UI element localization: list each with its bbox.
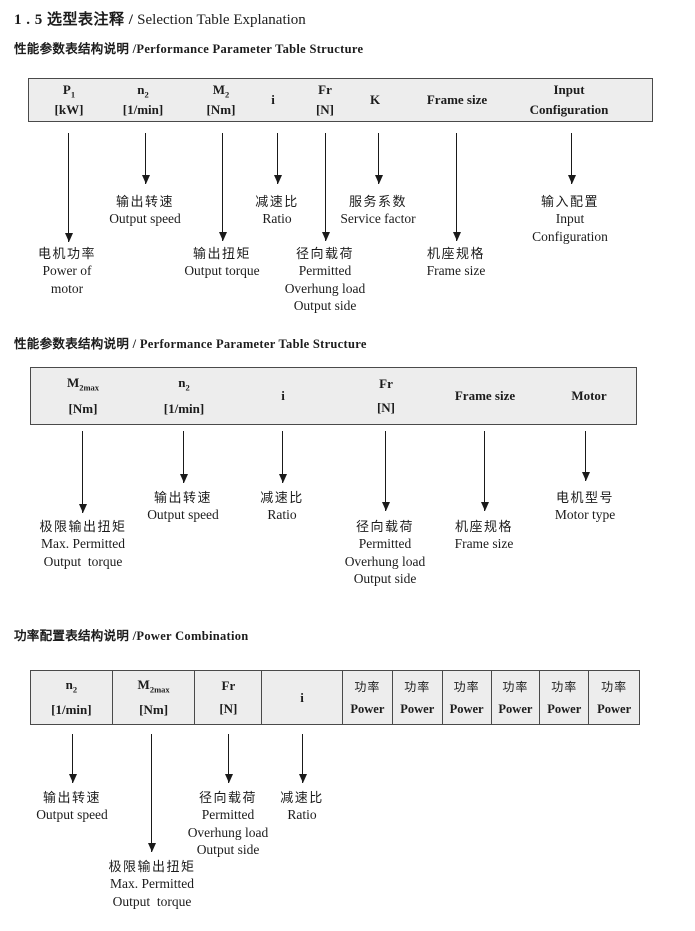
arrow-k-to-service-factor <box>374 133 383 184</box>
label-ratio-3: 减速比 Ratio <box>280 790 324 822</box>
table3-col-power-4: 功率 Power <box>492 671 541 724</box>
table2-performance-header: M2max [Nm] n2 [1/min] i Fr [N] Frame siz… <box>30 367 637 425</box>
table2-col-motor: Motor <box>571 388 607 403</box>
page-title: 1 . 5 选型表注释 / Selection Table Explanatio… <box>14 8 306 29</box>
arrow-frame-size-to-label-2 <box>480 431 489 511</box>
arrow-i-to-ratio <box>273 133 282 184</box>
label-overhung-load-1: 径向载荷 Permitted Overhung load Output side <box>284 246 366 313</box>
table3-col-i: i <box>262 671 343 724</box>
table3-col-power-1: 功率 Power <box>343 671 393 724</box>
table3-col-power-3: 功率 Power <box>443 671 492 724</box>
table1-col-n2: n2 [1/min] <box>122 81 164 118</box>
arrow-frame-size-to-label <box>452 133 461 241</box>
table3-col-m2max: M2max [Nm] <box>113 671 196 724</box>
label-service-factor: 服务系数 Service factor <box>340 194 416 226</box>
table1-performance-header: P1 [kW] n2 [1/min] M2 [Nm] i Fr [N] K Fr… <box>28 78 653 122</box>
label-ratio-1: 减速比 Ratio <box>255 194 299 226</box>
section3-heading: 功率配置表结构说明 /Power Combination <box>14 629 249 643</box>
table1-col-i: i <box>271 92 275 107</box>
table3-col-power-5: 功率 Power <box>540 671 590 724</box>
table3-col-n2: n2 [1/min] <box>31 671 113 724</box>
table2-col-n2: n2 [1/min] <box>163 375 205 416</box>
table1-col-m2: M2 [Nm] <box>206 81 236 118</box>
label-motor-type: 电机型号 Motor type <box>554 490 616 522</box>
arrow-i-to-ratio-3 <box>298 734 307 783</box>
label-max-permitted-output-torque-2: 极限输出扭矩 Max. Permitted Output torque <box>108 859 196 909</box>
label-overhung-load-3: 径向载荷 Permitted Overhung load Output side <box>187 790 269 857</box>
label-output-torque: 输出扭矩 Output torque <box>184 246 260 278</box>
section1-heading: 性能参数表结构说明 /Performance Parameter Table S… <box>14 42 364 56</box>
table2-col-fr: Fr [N] <box>376 376 396 415</box>
arrow-n2-to-output-speed-2 <box>179 431 188 483</box>
label-output-speed-1: 输出转速 Output speed <box>109 194 181 226</box>
table2-col-m2max: M2max [Nm] <box>66 375 100 416</box>
table2-col-frame-size: Frame size <box>454 388 516 403</box>
table3-col-power-6: 功率 Power <box>597 680 632 716</box>
arrow-n2-to-output-speed <box>141 133 150 184</box>
label-ratio-2: 减速比 Ratio <box>260 490 304 522</box>
label-overhung-load-2: 径向载荷 Permitted Overhung load Output side <box>344 519 426 586</box>
label-frame-size-1: 机座规格 Frame size <box>426 246 486 278</box>
table1-col-k: K <box>369 92 381 107</box>
label-output-speed-2: 输出转速 Output speed <box>147 490 219 522</box>
arrow-fr-to-overhung-load-2 <box>381 431 390 511</box>
table3-power-combination-header: n2 [1/min] M2max [Nm] Fr [N] i 功率 Power … <box>30 670 640 725</box>
arrow-motor-to-motor-type <box>581 431 590 481</box>
arrow-fr-to-overhung-load-3 <box>224 734 233 783</box>
arrow-fr-to-overhung-load <box>321 133 330 241</box>
arrow-i-to-ratio-2 <box>278 431 287 483</box>
table3-col-power-2: 功率 Power <box>393 671 443 724</box>
table1-col-fr: Fr [N] <box>315 82 335 117</box>
arrow-input-configuration-to-label <box>567 133 576 184</box>
label-max-permitted-output-torque-1: 极限输出扭矩 Max. Permitted Output torque <box>39 519 127 569</box>
page-title-zh: 1 . 5 选型表注释 / <box>14 12 134 28</box>
table1-col-input-configuration: Input Configuration <box>529 82 609 117</box>
section2-heading: 性能参数表结构说明 / Performance Parameter Table … <box>14 337 367 351</box>
label-frame-size-2: 机座规格 Frame size <box>454 519 514 551</box>
arrow-m2max-to-max-permitted <box>78 431 87 513</box>
table1-col-p1: P1 [kW] <box>54 81 84 118</box>
table1-col-frame-size: Frame size <box>426 92 488 107</box>
arrow-p1-to-power-of-motor <box>64 133 73 242</box>
arrow-m2-to-output-torque <box>218 133 227 241</box>
arrow-m2max-to-max-permitted-2 <box>147 734 156 852</box>
table3-col-fr: Fr [N] <box>195 671 263 724</box>
label-output-speed-3: 输出转速 Output speed <box>36 790 108 822</box>
page-title-en: Selection Table Explanation <box>133 12 306 28</box>
label-power-of-motor: 电机功率 Power of motor <box>37 246 96 296</box>
table2-col-i: i <box>281 388 285 403</box>
label-input-configuration: 输入配置 Input Configuration <box>532 194 608 244</box>
arrow-n2-to-output-speed-3 <box>68 734 77 783</box>
